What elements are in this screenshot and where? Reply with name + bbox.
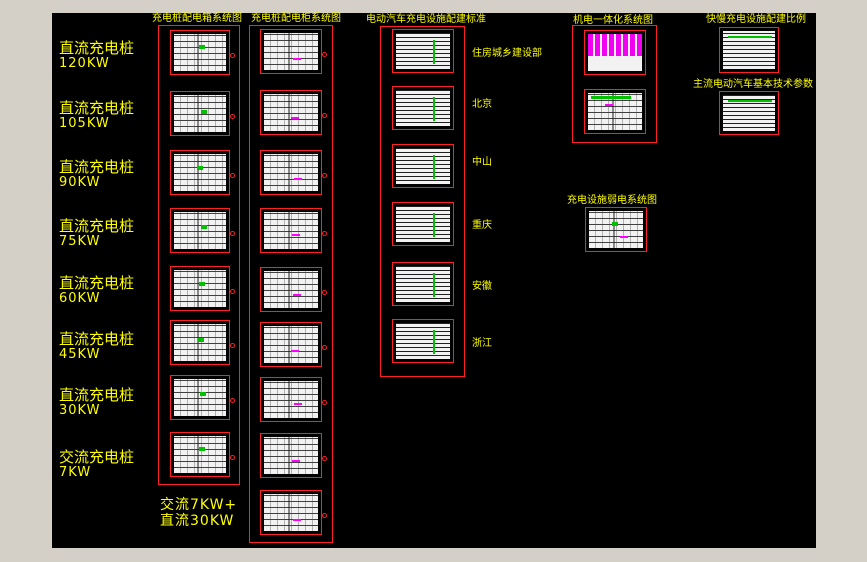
frame-col1 — [158, 25, 240, 485]
label-power: 90KW — [59, 175, 101, 190]
drawing-sheet[interactable] — [260, 90, 327, 135]
city-label: 北京 — [472, 99, 492, 110]
drawing-sheet[interactable] — [260, 433, 327, 478]
city-label: 住房城乡建设部 — [472, 48, 542, 59]
drawing-sheet[interactable] — [170, 375, 235, 420]
drawing-sheet[interactable] — [170, 150, 235, 195]
label-dc-105kw: 直流充电桩 105KW — [59, 100, 134, 132]
label-main: 直流充电桩 — [59, 330, 135, 348]
drawing-sheet[interactable] — [170, 320, 235, 365]
drawing-sheet[interactable] — [170, 30, 235, 75]
label-ac-7kw: 交流充电桩 7KW — [59, 449, 134, 481]
title-ratio: 快慢充电设施配建比例 — [706, 14, 806, 25]
combo-line2: 直流30KW — [160, 513, 235, 529]
title-integration: 机电一体化系统图 — [573, 15, 653, 26]
label-power: 120KW — [59, 56, 110, 71]
integration-sheet[interactable] — [584, 89, 646, 134]
label-power: 60KW — [59, 291, 101, 306]
title-ev-params: 主流电动汽车基本技术参数 — [693, 79, 813, 90]
label-dc-60kw: 直流充电桩 60KW — [59, 275, 134, 307]
frame-col2 — [249, 25, 333, 543]
drawing-sheet[interactable] — [170, 91, 235, 136]
label-power: 105KW — [59, 116, 110, 131]
cad-model-space[interactable]: 直流充电桩 120KW 直流充电桩 105KW 直流充电桩 90KW 直流充电桩… — [52, 13, 816, 548]
frame-col3 — [380, 26, 465, 377]
ev-params-sheet[interactable] — [719, 91, 779, 135]
label-dc-45kw: 直流充电桩 45KW — [59, 331, 134, 363]
frame-col4 — [572, 25, 657, 143]
standard-table-sheet[interactable] — [392, 29, 454, 73]
label-power: 45KW — [59, 347, 101, 362]
label-main: 直流充电桩 — [59, 274, 135, 292]
drawing-sheet[interactable] — [260, 267, 327, 312]
drawing-sheet[interactable] — [260, 150, 327, 195]
drawing-sheet[interactable] — [170, 432, 235, 477]
label-dc-30kw: 直流充电桩 30KW — [59, 387, 134, 419]
drawing-sheet[interactable] — [260, 490, 327, 535]
city-label: 重庆 — [472, 220, 492, 231]
label-power: 30KW — [59, 403, 101, 418]
label-main: 交流充电桩 — [59, 448, 135, 466]
drawing-sheet[interactable] — [260, 322, 327, 367]
label-dc-75kw: 直流充电桩 75KW — [59, 218, 134, 250]
title-distribution-cabinet: 充电桩配电柜系统图 — [251, 13, 341, 24]
label-main: 直流充电桩 — [59, 217, 135, 235]
drawing-sheet[interactable] — [260, 29, 327, 74]
combo-line1: 交流7KW+ — [160, 497, 238, 513]
title-distribution-box: 充电桩配电箱系统图 — [152, 13, 242, 24]
standard-table-sheet[interactable] — [392, 202, 454, 246]
drawing-sheet[interactable] — [170, 266, 235, 311]
standard-table-sheet[interactable] — [392, 144, 454, 188]
label-main: 直流充电桩 — [59, 386, 135, 404]
label-combo: 交流7KW+ 直流30KW — [160, 497, 237, 529]
drawing-sheet[interactable] — [170, 208, 235, 253]
title-weak-current: 充电设施弱电系统图 — [567, 195, 657, 206]
label-main: 直流充电桩 — [59, 158, 135, 176]
title-standards: 电动汽车充电设施配建标准 — [366, 14, 486, 25]
city-label: 中山 — [472, 157, 492, 168]
label-power: 7KW — [59, 465, 92, 480]
standard-table-sheet[interactable] — [392, 262, 454, 306]
weak-current-sheet[interactable] — [585, 207, 647, 252]
label-dc-90kw: 直流充电桩 90KW — [59, 159, 134, 191]
label-main: 直流充电桩 — [59, 39, 135, 57]
label-main: 直流充电桩 — [59, 99, 135, 117]
integration-sheet[interactable] — [584, 30, 646, 75]
drawing-sheet[interactable] — [260, 208, 327, 253]
standard-table-sheet[interactable] — [392, 319, 454, 363]
drawing-sheet[interactable] — [260, 377, 327, 422]
label-dc-120kw: 直流充电桩 120KW — [59, 40, 134, 72]
standard-table-sheet[interactable] — [392, 86, 454, 130]
label-power: 75KW — [59, 234, 101, 249]
city-label: 安徽 — [472, 281, 492, 292]
city-label: 浙江 — [472, 338, 492, 349]
ratio-table-sheet[interactable] — [719, 27, 779, 73]
